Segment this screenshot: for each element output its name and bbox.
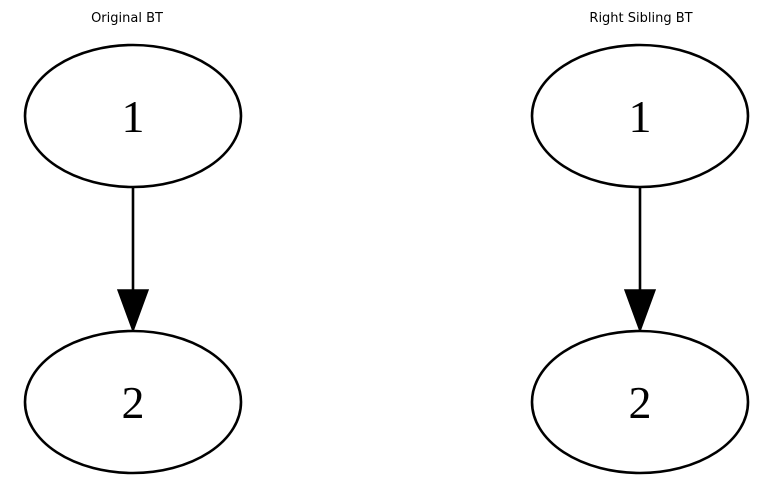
- edge-arrowhead-right-sibling: [623, 289, 657, 334]
- edge-arrowhead-original: [116, 289, 150, 334]
- node-label: 2: [629, 377, 652, 428]
- node-ellipse: [530, 329, 750, 475]
- panel-title-right-sibling: Right Sibling BT: [589, 11, 692, 26]
- node-ellipse: [530, 43, 750, 189]
- node-original-2: 2: [23, 329, 243, 475]
- node-label: 1: [629, 91, 652, 142]
- node-label: 1: [122, 91, 145, 142]
- node-ellipse: [23, 329, 243, 475]
- edge-original-1-to-2: [116, 188, 150, 334]
- panel-original-bt: Original BT 1 2: [23, 11, 243, 475]
- node-right-sibling-2: 2: [530, 329, 750, 475]
- node-original-1: 1: [23, 43, 243, 189]
- node-label: 2: [122, 377, 145, 428]
- node-ellipse: [23, 43, 243, 189]
- panel-right-sibling-bt: Right Sibling BT 1 2: [530, 11, 750, 475]
- panel-title-original: Original BT: [91, 11, 163, 26]
- node-right-sibling-1: 1: [530, 43, 750, 189]
- edge-right-sibling-1-to-2: [623, 188, 657, 334]
